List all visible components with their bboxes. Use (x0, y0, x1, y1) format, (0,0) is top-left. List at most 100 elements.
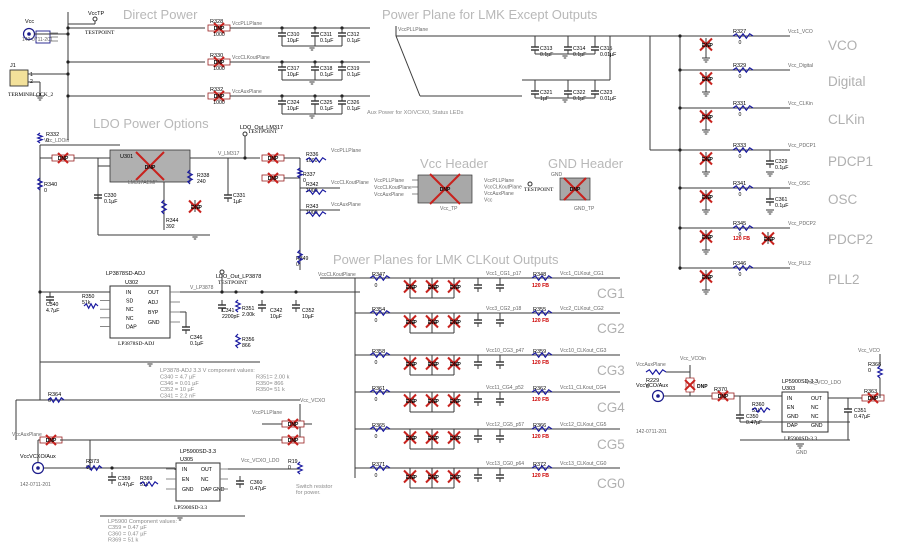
r338-label: R338 (197, 173, 210, 179)
ferrite-label: 120 FB (532, 397, 549, 403)
dnp-label: DNP (268, 156, 279, 162)
cg-net: Vcc12_CG5_p57 (486, 422, 524, 428)
cap-label: C310 (287, 32, 300, 38)
rail-resistor-ref: R329 (733, 63, 746, 69)
resistor (305, 156, 327, 164)
dnp-x-mark (403, 430, 417, 445)
ferrite-label: 120 FB (532, 283, 549, 289)
resistor (645, 368, 667, 376)
lp5900-note: LP5900 Component values: (108, 519, 177, 525)
r-value: 0 (739, 232, 742, 238)
j1-label: J1 (10, 63, 16, 69)
r-value: 1000 (213, 32, 225, 38)
ferrite-bead (531, 309, 553, 317)
lp3878-note: LP3878-ADJ 3.3 V component values: (160, 368, 255, 374)
r373-label: 0 (86, 465, 89, 471)
cap-label: 1µF (233, 199, 242, 205)
lp3878-note: R350= 51 k (256, 387, 285, 393)
resistor (296, 461, 304, 475)
r364-label: 0 (48, 398, 51, 404)
header-clkout-planes: Power Planes for LMK CLKout Outputs (333, 252, 559, 267)
r-value: 0 (375, 473, 378, 479)
r344-label: 392 (166, 224, 175, 230)
dnp-x-mark (403, 469, 417, 484)
dnp-x-mark (699, 229, 713, 244)
cap-label: C359 (118, 476, 131, 482)
rail-net: Vcc_PLL2 (788, 261, 811, 267)
r-value: 0 (739, 112, 742, 118)
ref-label: R332 (210, 87, 223, 93)
r340-label: R340 (44, 182, 57, 188)
cap-label: 0.1µF (347, 72, 360, 78)
rail-resistor-ref: R341 (733, 181, 746, 187)
junction-dot (234, 290, 238, 294)
dnp-label: DNP (428, 475, 439, 481)
lp5900-regulator (175, 462, 221, 502)
cap-label: C346 (190, 335, 203, 341)
header-gnd-header: GND Header (548, 156, 624, 171)
r-value: 0 (739, 154, 742, 160)
cg-net: Vcc10_CG3_p47 (486, 348, 524, 354)
pin-label: NC (126, 307, 134, 313)
dnp-x-mark (425, 393, 439, 408)
vcc-vcxo-net: Vcc_VCXO (300, 398, 325, 404)
r364-label: R364 (48, 392, 61, 398)
ferrite-bead (531, 388, 553, 396)
dnp-x-mark (45, 434, 57, 446)
testpoint-label: TESTPOINT (218, 280, 248, 286)
dnp-label: DNP (145, 165, 156, 171)
rail-net: Vcc_PDCP1 (788, 143, 816, 149)
rail-resistor-ref: R333 (733, 143, 746, 149)
pin-label: GND (787, 414, 799, 420)
dnp-x-mark (447, 279, 461, 294)
dnp-label: DNP (702, 43, 713, 49)
cap-label: 0.1µF (775, 165, 788, 171)
cg-out-net: Vcc13_CLKout_CG0 (560, 461, 607, 467)
cap-label: C342 (270, 308, 283, 314)
vccaux2-part: 142-0711-201 (636, 429, 667, 435)
vlm317-net: V_LM317 (218, 151, 240, 157)
vcc-part: 142-0711-201 (22, 37, 53, 43)
rail-label: CLKin (828, 112, 865, 127)
dnp-x-mark (447, 393, 461, 408)
cap-label: C312 (347, 32, 360, 38)
lp5900-title-right: LP5900SD-3.3 (782, 379, 818, 385)
junction-dot (66, 72, 70, 76)
rail-net: Vcc_PDCP2 (788, 221, 816, 227)
lp5900-note: C360 = 0.47 µF (108, 531, 147, 537)
junction-dot (678, 106, 682, 110)
r-value: 0 (739, 192, 742, 198)
r337-label: R337 (303, 172, 316, 178)
plane-net: VccPLLPlane (232, 21, 262, 27)
rail-resistor (732, 224, 754, 232)
dnp-label: DNP (450, 320, 461, 326)
cap-label: 10µF (270, 314, 282, 320)
dnp-x-mark (425, 356, 439, 371)
vcxo-ldo-net: Vcc_VCXO_LDO (241, 458, 279, 464)
cap-label: C324 (287, 100, 300, 106)
resistor (186, 169, 194, 185)
cap-label: C361 (775, 197, 788, 203)
r350-label: R350 (82, 294, 95, 300)
dnp-x-mark (447, 314, 461, 329)
resistor (369, 274, 391, 282)
junction-dot (678, 226, 682, 230)
r-value: 1000 (213, 100, 225, 106)
cap-label: 10µF (287, 72, 299, 78)
resistor (369, 309, 391, 317)
r351-label: R351 (242, 306, 255, 312)
resistor (305, 210, 327, 218)
rail-resistor (732, 264, 754, 272)
cg-r2-ref: R372 (533, 462, 546, 468)
resistor (305, 188, 327, 196)
u302-part: LP3878SD-ADJ (118, 341, 155, 347)
gnd-header-part: GND_TP (574, 206, 595, 212)
cap-label: C313 (540, 46, 553, 52)
cg-label: CG2 (597, 321, 625, 336)
header-net: VccCLKoutPlane (484, 185, 522, 191)
dnp-label: DNP (764, 237, 775, 243)
pin-label: BYP (148, 310, 159, 316)
ferrite-bead (531, 274, 553, 282)
r-value: 0 (375, 360, 378, 366)
pin-label: NC (811, 414, 819, 420)
